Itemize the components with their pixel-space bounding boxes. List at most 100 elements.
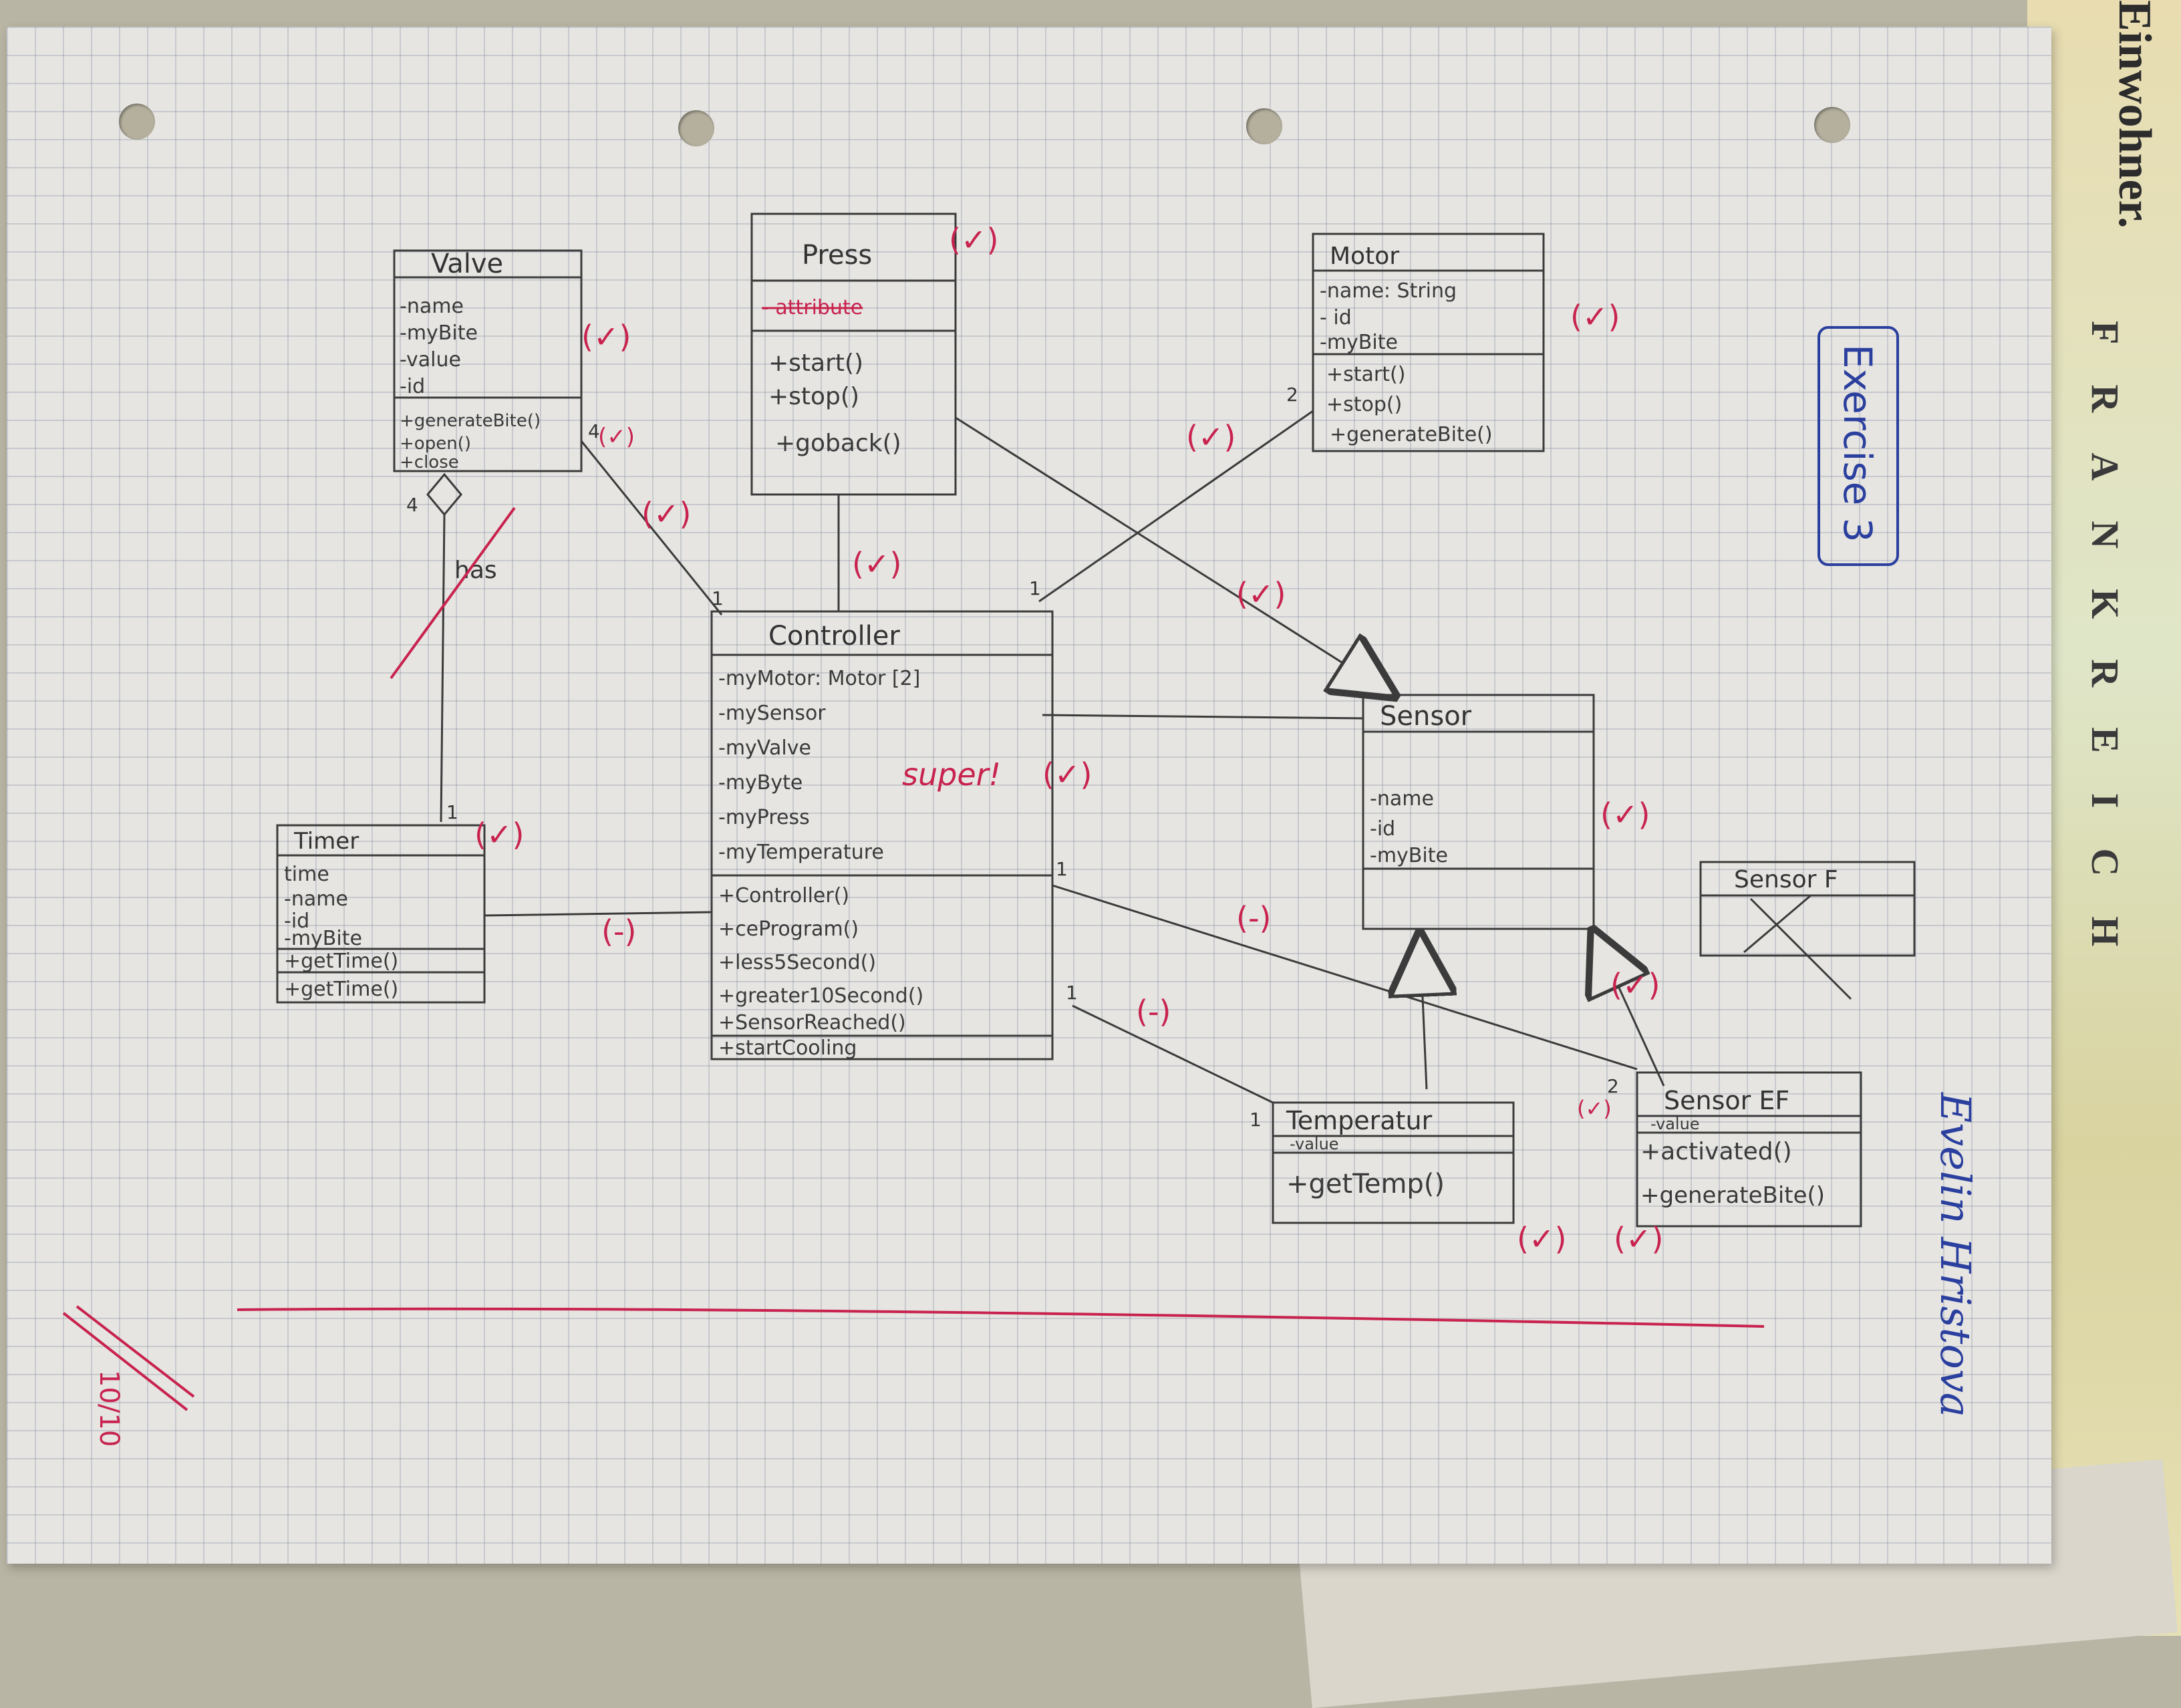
valve-method: +close [400,452,459,472]
controller-sensorEF-line [1052,884,1638,1071]
press-sensor-generalization [955,416,1393,695]
class-press-box [750,212,957,496]
mult-controller-sensorEF-from: 1 [1056,858,1068,880]
class-sensorEF: Sensor EF -value +activated() +generateB… [1636,1071,1862,1228]
teacher-note: super! [902,756,1001,793]
check-mark: (✓) [1577,1096,1612,1121]
timer-attr: -id [284,909,309,933]
motor-attr: - id [1320,306,1352,329]
class-motor-title: Motor [1330,243,1399,270]
sensor-attr: -id [1370,817,1395,841]
controller-attr: -mySensor [718,702,826,725]
sensorEF-method: +activated() [1640,1138,1792,1165]
class-sensorEF-title: Sensor EF [1664,1086,1789,1115]
motor-method: +stop() [1326,393,1402,416]
check-mark: (✓) [1236,576,1286,612]
class-press-title: Press [802,240,872,271]
sensorEF-attr: -value [1650,1115,1700,1133]
mult-controller-sensorEF-to: 2 [1607,1075,1619,1097]
timer-method: +getTime() [284,978,398,1001]
class-controller-box [710,610,1054,1060]
press-method: +stop() [768,383,859,410]
class-sensorEF-box [1636,1071,1862,1228]
map-country-label: FRANKREICH [2083,321,2127,987]
mult-valve-controller-to: 1 [712,587,724,609]
sensorEF-sensor-generalization [1594,932,1665,1087]
class-valve: Valve -name -myBite -value -id +generate… [393,249,583,472]
controller-attr: -myPress [718,806,810,829]
timer-controller-line [484,911,712,917]
background-map: Einwohner. FRANKREICH [2027,0,2181,1636]
motor-attr: -name: String [1320,279,1457,303]
mult-valve-controller-from: 4 [588,420,600,442]
mult-valve-timer-to: 1 [446,801,458,823]
controller-method: +Controller() [718,884,849,907]
controller-temperatur-line [1072,1004,1274,1104]
check-mark: (✓) [852,546,901,582]
punch-hole [1814,107,1850,143]
cross-out-line [1743,894,1811,954]
valve-attr: -myBite [400,321,478,345]
class-timer-box [276,824,486,1004]
controller-attr: -myValve [718,736,811,760]
class-controller: Controller -myMotor: Motor [2] -mySensor… [710,610,1054,1060]
class-timer: Timer time -name -id -myBite +getTime() … [276,824,486,1004]
valve-controller-line [580,440,723,615]
mult-controller-temperatur-to: 1 [1250,1109,1262,1131]
check-mark: (✓) [1186,419,1235,455]
valve-method: +generateBite() [400,411,541,431]
check-mark: (-) [1236,900,1272,936]
check-mark: (✓) [598,424,635,450]
check-mark: (✓) [1570,299,1620,335]
exercise-title-group: Exercise 3 [1818,326,1899,566]
class-sensorF: Sensor F [1699,861,1916,1000]
check-mark: (✓) [949,222,998,258]
motor-attr: -myBite [1320,331,1398,354]
class-timer-title: Timer [293,828,359,855]
motor-method: +generateBite() [1330,423,1493,446]
cross-out-line [1749,897,1852,1000]
aggregation-diamond [426,472,462,517]
mult-motor-controller-from: 2 [1286,384,1298,406]
timer-attr: time [284,863,329,886]
mult-motor-controller-to: 1 [1029,577,1041,599]
class-temperatur: Temperatur -value +getTemp() [1272,1101,1515,1224]
controller-method: +ceProgram() [718,917,859,941]
grade-slash [62,1312,188,1411]
class-sensor-box [1362,694,1595,930]
class-motor-box [1312,233,1545,452]
controller-sensor-line [1042,714,1364,720]
author-name: Evelin Hristova [1931,1092,1980,1417]
class-sensorF-title: Sensor F [1734,866,1838,893]
timer-method: +getTime() [284,950,398,973]
controller-attr: -myTemperature [718,841,884,864]
class-valve-box [393,249,583,472]
check-mark: (✓) [1517,1221,1566,1257]
sensor-attr: -name [1370,787,1434,811]
check-mark: (✓) [474,817,524,853]
valve-timer-line [440,514,446,823]
check-mark: (-) [601,913,637,950]
temperatur-attr: -value [1290,1135,1339,1153]
exercise-title: Exercise 3 [1835,344,1880,543]
mult-controller-temperatur-from: 1 [1066,982,1078,1004]
check-mark: (✓) [581,319,631,355]
multiplicities: 4 1 4 1 has 2 1 1 2 1 1 [406,384,1619,1131]
sensor-attr: -myBite [1370,844,1448,867]
grid-paper-sheet [7,27,2051,1564]
sensorEF-method: +generateBite() [1640,1182,1825,1209]
check-mark: (✓) [1600,797,1650,833]
press-method: +start() [768,349,863,377]
valve-method: +open() [400,434,471,454]
valve-attr: -id [400,375,425,398]
controller-method: +startCooling [718,1036,857,1060]
exercise-title-box [1818,326,1899,566]
punch-hole [119,104,155,140]
timer-attr: -myBite [284,927,362,950]
connections [426,410,1665,1104]
class-valve-title: Valve [431,249,503,279]
check-mark: (✓) [1614,1221,1663,1257]
controller-method: +less5Second() [718,951,876,974]
class-sensor-title: Sensor [1380,701,1472,732]
grade-slash [76,1305,195,1398]
